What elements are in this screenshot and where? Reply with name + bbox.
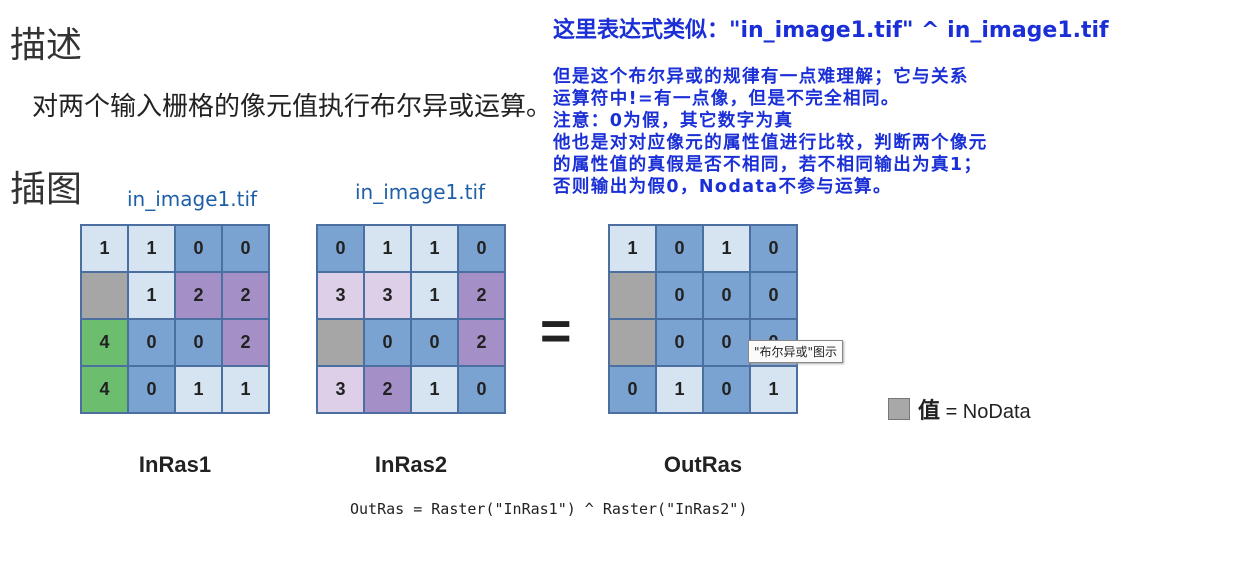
raster-cell: 1 xyxy=(81,225,128,272)
raster-cell: 4 xyxy=(81,319,128,366)
raster-cell: 2 xyxy=(222,319,269,366)
raster-cell: 1 xyxy=(703,225,750,272)
raster-cell: 4 xyxy=(81,366,128,413)
raster-cell: 0 xyxy=(656,319,703,366)
raster-cell: 1 xyxy=(175,366,222,413)
annotation-line: 注意：0为假，其它数字为真 xyxy=(553,111,794,131)
raster-cell: 0 xyxy=(175,225,222,272)
raster-cell: 1 xyxy=(128,225,175,272)
legend-value-label: 值 xyxy=(918,398,941,423)
raster-cell: 0 xyxy=(458,225,505,272)
raster-cell: 0 xyxy=(128,319,175,366)
raster-cell: 1 xyxy=(609,225,656,272)
file-label-2: in_image1.tif xyxy=(355,180,486,204)
raster-cell: 0 xyxy=(656,272,703,319)
raster-label-inras2: InRas2 xyxy=(374,452,448,477)
raster-cell: 2 xyxy=(458,319,505,366)
raster-cell: 3 xyxy=(317,366,364,413)
raster-cell: 1 xyxy=(128,272,175,319)
image-tooltip: "布尔异或"图示 xyxy=(748,340,844,363)
formula-text: OutRas = Raster("InRas1") ^ Raster("InRa… xyxy=(350,500,748,518)
file-label-1: in_image1.tif xyxy=(127,187,258,211)
raster-label-inras1: InRas1 xyxy=(138,452,212,477)
raster-cell: 3 xyxy=(317,272,364,319)
equals-sign: = xyxy=(540,301,572,361)
raster-cell: 0 xyxy=(175,319,222,366)
annotation-overlay: 这里表达式类似："in_image1.tif" ^ in_image1.tif … xyxy=(553,12,1233,198)
raster-cell: 1 xyxy=(222,366,269,413)
raster-cell: 1 xyxy=(656,366,703,413)
nodata-swatch xyxy=(888,398,910,420)
raster-cell: 2 xyxy=(458,272,505,319)
raster-cell: 0 xyxy=(750,272,797,319)
raster-label-outras: OutRas xyxy=(663,452,743,477)
description-heading: 描述 xyxy=(10,25,83,66)
nodata-legend: 值 = NoData xyxy=(888,393,1031,425)
raster-cell: 1 xyxy=(411,225,458,272)
raster-cell-nodata xyxy=(609,319,656,366)
annotation-line-1: 这里表达式类似："in_image1.tif" ^ in_image1.tif xyxy=(553,18,1109,43)
raster-cell: 0 xyxy=(458,366,505,413)
raster-cell: 0 xyxy=(128,366,175,413)
raster-cell: 2 xyxy=(364,366,411,413)
raster-cell: 3 xyxy=(364,272,411,319)
raster-cell: 0 xyxy=(656,225,703,272)
legend-nodata-label: = NoData xyxy=(940,401,1031,423)
annotation-line: 运算符中!=有一点像，但是不完全相同。 xyxy=(553,89,900,109)
annotation-body: 但是这个布尔异或的规律有一点难理解；它与关系 运算符中!=有一点像，但是不完全相… xyxy=(553,66,1233,198)
raster-cell: 0 xyxy=(609,366,656,413)
raster-cell: 2 xyxy=(222,272,269,319)
raster-cell: 0 xyxy=(222,225,269,272)
raster-cell: 0 xyxy=(317,225,364,272)
raster-cell: 1 xyxy=(411,366,458,413)
raster-cell-nodata xyxy=(317,319,364,366)
illustration-heading: 插图 xyxy=(10,169,83,210)
annotation-line: 的属性值的真假是否不相同，若不相同输出为真1； xyxy=(553,155,983,175)
raster-cell: 0 xyxy=(703,366,750,413)
annotation-line: 否则输出为假0，Nodata不参与运算。 xyxy=(553,177,892,197)
legend-text: 值 = NoData xyxy=(918,393,1031,425)
raster-cell: 1 xyxy=(411,272,458,319)
description-text: 对两个输入栅格的像元值执行布尔异或运算。 xyxy=(32,92,553,122)
raster-cell: 0 xyxy=(411,319,458,366)
raster-cell-nodata xyxy=(609,272,656,319)
annotation-line: 但是这个布尔异或的规律有一点难理解；它与关系 xyxy=(553,67,969,87)
raster-cell: 0 xyxy=(750,225,797,272)
raster-cell-nodata xyxy=(81,272,128,319)
raster-cell: 1 xyxy=(750,366,797,413)
raster-grid-outras: 10100000000101 xyxy=(608,224,798,414)
raster-cell: 2 xyxy=(175,272,222,319)
raster-cell: 0 xyxy=(364,319,411,366)
annotation-line: 他也是对对应像元的属性值进行比较，判断两个像元 xyxy=(553,133,988,153)
raster-cell: 1 xyxy=(364,225,411,272)
raster-cell: 0 xyxy=(703,272,750,319)
raster-cell: 0 xyxy=(703,319,750,366)
